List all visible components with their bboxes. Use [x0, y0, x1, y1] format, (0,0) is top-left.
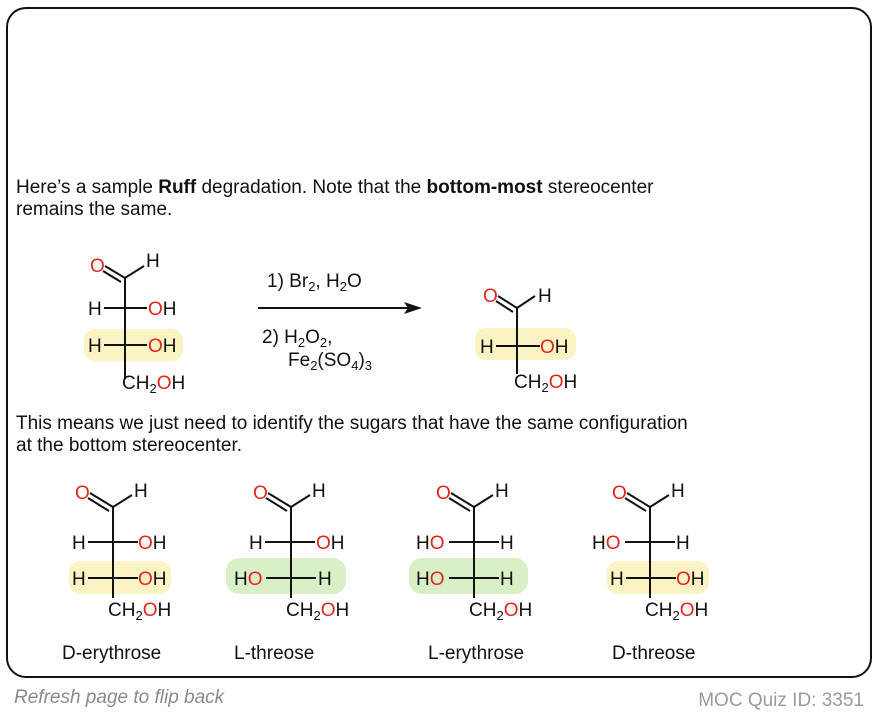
oxygen-label: O	[90, 256, 105, 277]
svg-text:H: H	[72, 569, 86, 590]
svg-text:H: H	[318, 569, 332, 590]
svg-text:OH: OH	[138, 533, 167, 554]
intro-text-3: stereocenter	[542, 177, 654, 198]
svg-text:HO: HO	[416, 569, 445, 590]
svg-text:CH2OH: CH2OH	[469, 600, 532, 623]
sugar-l-erythrose: O H HO H HO H CH2OH L-erythrose	[409, 481, 532, 664]
reagent-step-1: 1) Br2, H2O	[267, 271, 362, 294]
quiz-id: MOC Quiz ID: 3351	[698, 690, 864, 711]
svg-text:CH2OH: CH2OH	[286, 600, 349, 623]
sugar-l-threose: O H H OH HO H CH2OH L-threose	[226, 481, 349, 664]
svg-text:CH2OH: CH2OH	[108, 600, 171, 623]
refresh-hint: Refresh page to flip back	[14, 687, 225, 708]
svg-text:H: H	[500, 533, 514, 554]
sugar-name-l-erythrose: L-erythrose	[428, 643, 524, 664]
svg-text:OH: OH	[676, 569, 705, 590]
svg-text:HO: HO	[234, 569, 263, 590]
svg-text:H: H	[538, 286, 552, 307]
svg-text:O: O	[483, 286, 498, 307]
sugar-name-d-threose: D-threose	[612, 643, 695, 664]
svg-text:O: O	[436, 483, 451, 504]
h-label: H	[146, 251, 160, 272]
svg-text:O: O	[253, 483, 268, 504]
svg-text:H: H	[495, 481, 509, 502]
svg-text:OH: OH	[148, 299, 177, 320]
svg-text:CH2OH: CH2OH	[514, 372, 577, 395]
h-label: H	[88, 336, 102, 357]
para2-line-2: at the bottom stereocenter.	[16, 435, 243, 456]
intro-bold-bottom-most: bottom-most	[426, 177, 543, 198]
bond	[104, 265, 126, 279]
para2-line-1: This means we just need to identify the …	[16, 413, 688, 434]
svg-text:OH: OH	[138, 569, 167, 590]
sugar-d-threose: O H HO H H OH CH2OH D-threose	[592, 481, 709, 664]
h-label: H	[88, 299, 102, 320]
svg-text:H: H	[610, 569, 624, 590]
svg-text:O: O	[612, 483, 627, 504]
intro-bold-ruff: Ruff	[158, 177, 197, 198]
svg-text:H: H	[676, 533, 690, 554]
reagent-step-2-line2: Fe2(SO4)3	[288, 350, 372, 373]
sugar-name-l-threose: L-threose	[234, 643, 314, 664]
sugar-name-d-erythrose: D-erythrose	[62, 643, 161, 664]
second-paragraph: This means we just need to identify the …	[16, 413, 688, 457]
svg-text:H: H	[249, 533, 263, 554]
bond	[102, 270, 122, 283]
svg-text:HO: HO	[592, 533, 621, 554]
reagent-step-2: 2) H2O2,	[262, 327, 332, 350]
svg-text:H: H	[312, 481, 326, 502]
svg-text:H: H	[671, 481, 685, 502]
bond	[124, 265, 145, 279]
svg-text:OH: OH	[148, 336, 177, 357]
intro-text-2: degradation. Note that the	[196, 177, 427, 198]
svg-text:OH: OH	[316, 533, 345, 554]
sugar-d-erythrose: O H H OH H OH CH2OH D-erythrose	[62, 481, 171, 664]
intro-text-4: remains the same.	[16, 199, 173, 220]
svg-text:CH2OH: CH2OH	[645, 600, 708, 623]
svg-text:H: H	[134, 481, 148, 502]
intro-paragraph: Here’s a sample Ruff degradation. Note t…	[16, 177, 653, 221]
reaction-arrow	[258, 302, 422, 314]
svg-text:O: O	[75, 483, 90, 504]
svg-text:OH: OH	[540, 337, 569, 358]
highlight-yellow	[475, 328, 576, 360]
svg-text:H: H	[480, 337, 494, 358]
svg-text:H: H	[500, 569, 514, 590]
svg-text:HO: HO	[416, 533, 445, 554]
intro-text-1: Here’s a sample	[16, 177, 159, 198]
svg-text:H: H	[72, 533, 86, 554]
svg-text:CH2OH: CH2OH	[122, 373, 185, 396]
product-aldose: O H H OH CH2OH	[475, 286, 577, 395]
starting-aldose: O H H OH H OH CH2OH	[84, 251, 185, 396]
